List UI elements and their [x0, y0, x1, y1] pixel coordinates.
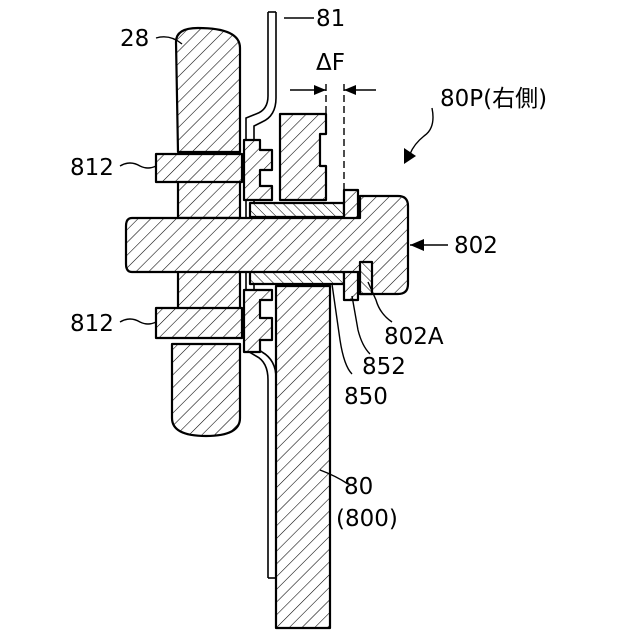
label-bracket: 81: [316, 6, 345, 32]
label-arm-alt: (800): [336, 506, 398, 532]
label-stud-bottom: 812: [70, 311, 114, 337]
label-bolt: 802: [454, 233, 498, 259]
collar-top: [244, 140, 272, 200]
label-arm: 80: [344, 474, 373, 500]
label-delta-f: ΔF: [316, 50, 345, 76]
collar-bottom: [244, 290, 272, 352]
label-wheel: 28: [120, 26, 149, 52]
arm-block-upper: [280, 114, 326, 200]
arm-80: [276, 286, 330, 628]
stud-812-top: [156, 154, 242, 182]
label-washer: 852: [362, 354, 406, 380]
label-stud-top: 812: [70, 155, 114, 181]
label-bushing: 850: [344, 384, 388, 410]
stud-812-bottom: [156, 308, 242, 338]
label-assembly: 80P(右側): [440, 86, 547, 112]
label-bolt-sub: 802A: [384, 324, 444, 350]
